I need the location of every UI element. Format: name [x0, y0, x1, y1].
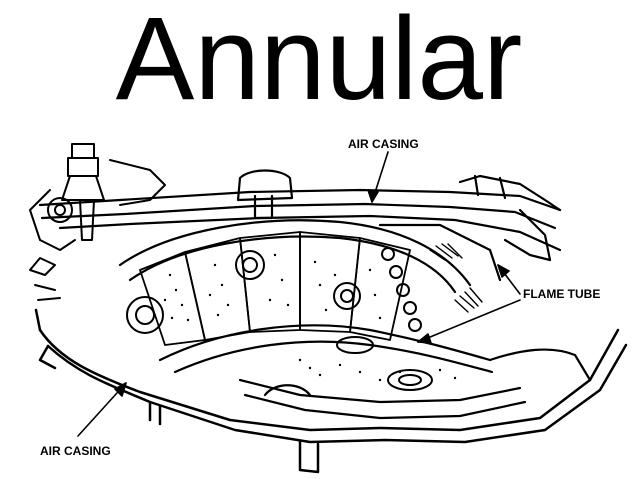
- label-air-casing-bottom: AIR CASING: [40, 444, 111, 458]
- outer-casing-lower: [34, 308, 628, 474]
- dilution-band: [429, 243, 483, 313]
- annular-combustor-illustration: [29, 143, 628, 474]
- leader-lines: [77, 151, 521, 437]
- label-air-casing-top: AIR CASING: [348, 137, 419, 151]
- perforation-dots: [163, 253, 457, 382]
- label-flame-tube: FLAME TUBE: [523, 287, 601, 301]
- flame-tube-bosses: [126, 247, 433, 391]
- flame-tube-inner: [158, 324, 592, 420]
- fuel-injector-assembly: [29, 143, 166, 301]
- slide-title: Annular: [115, 0, 523, 125]
- flame-tube-outer: [118, 219, 502, 294]
- outer-casing-upper: [38, 169, 562, 262]
